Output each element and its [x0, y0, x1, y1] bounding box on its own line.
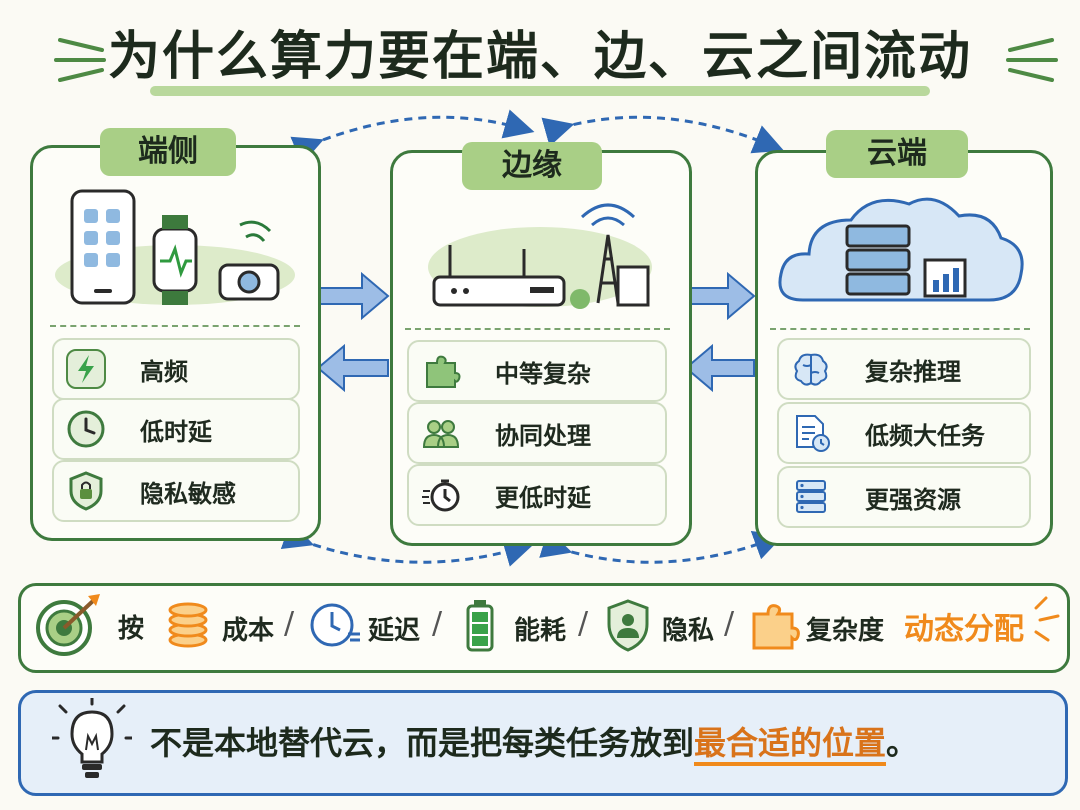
edge-item-medium-complexity: 中等复杂: [407, 340, 667, 402]
stopwatch-icon: [419, 473, 463, 517]
panel-device-divider: [50, 325, 300, 327]
edge-item-label: 中等复杂: [495, 359, 591, 388]
title-left-accent: [54, 38, 106, 82]
conclusion-bar: [18, 690, 1068, 796]
separator: /: [724, 606, 735, 641]
factor-cost: 成本: [222, 616, 275, 646]
panel-edge-divider: [405, 328, 670, 330]
conclusion-main: 不是本地替代云，而是把每类任务放到: [150, 724, 695, 762]
factor-energy: 能耗: [514, 616, 567, 646]
cloud-illustration: [778, 197, 1024, 302]
device-item-high-frequency: 高频: [52, 338, 300, 400]
battery-icon: [466, 600, 494, 652]
separator: /: [432, 606, 443, 641]
edge-item-label: 协同处理: [495, 421, 591, 450]
page-title: 为什么算力要在端、边、云之间流动: [107, 27, 972, 87]
cloud-item-complex-reasoning: 复杂推理: [777, 338, 1031, 400]
title-underline: [150, 86, 930, 96]
target-icon: [36, 594, 100, 656]
panel-device-label: 端侧: [100, 128, 236, 176]
conclusion-highlight: 最合适的位置: [694, 724, 887, 766]
device-item-label: 低时延: [140, 417, 212, 446]
sparkle-accent: [1034, 596, 1060, 642]
separator: /: [578, 606, 589, 641]
lightbulb-icon: [52, 698, 132, 778]
puzzle-icon: [752, 604, 800, 650]
cloud-item-label: 低频大任务: [865, 421, 985, 450]
device-item-privacy: 隐私敏感: [52, 460, 300, 522]
shield-lock-icon: [64, 469, 108, 513]
title-right-accent: [1006, 38, 1058, 82]
panel-edge-label: 边缘: [462, 142, 602, 190]
document-clock-icon: [789, 411, 833, 455]
cloud-item-more-resources: 更强资源: [777, 466, 1031, 528]
people-icon: [419, 411, 463, 455]
lightning-icon: [64, 347, 108, 391]
coins-icon: [168, 602, 208, 648]
server-icon: [789, 475, 833, 519]
edge-item-label: 更低时延: [495, 483, 591, 512]
factor-privacy: 隐私: [662, 616, 715, 646]
device-item-label: 隐私敏感: [140, 479, 236, 508]
device-item-label: 高频: [140, 357, 188, 386]
cloud-item-label: 复杂推理: [865, 357, 961, 386]
conclusion-end: 。: [886, 724, 919, 762]
puzzle-icon: [419, 349, 463, 393]
panel-cloud-label: 云端: [826, 130, 968, 178]
factor-latency: 延迟: [368, 616, 421, 646]
allocation-prefix: 按: [118, 614, 145, 644]
factor-complexity: 复杂度: [806, 616, 885, 646]
separator: /: [284, 606, 295, 641]
device-illustration: [55, 189, 295, 305]
clock-icon: [64, 407, 108, 451]
conclusion-text: 不是本地替代云，而是把每类任务放到最合适的位置。: [150, 718, 919, 766]
edge-illustration: [428, 203, 652, 309]
device-item-low-latency: 低时延: [52, 398, 300, 460]
cloud-item-large-tasks: 低频大任务: [777, 402, 1031, 464]
edge-item-lower-latency: 更低时延: [407, 464, 667, 526]
clock-icon: [310, 603, 360, 647]
brain-icon: [789, 347, 833, 391]
cloud-item-label: 更强资源: [865, 485, 961, 514]
edge-item-collaboration: 协同处理: [407, 402, 667, 464]
shield-user-icon: [607, 599, 649, 652]
panel-cloud-divider: [770, 328, 1030, 330]
allocation-suffix: 动态分配: [904, 612, 1024, 647]
